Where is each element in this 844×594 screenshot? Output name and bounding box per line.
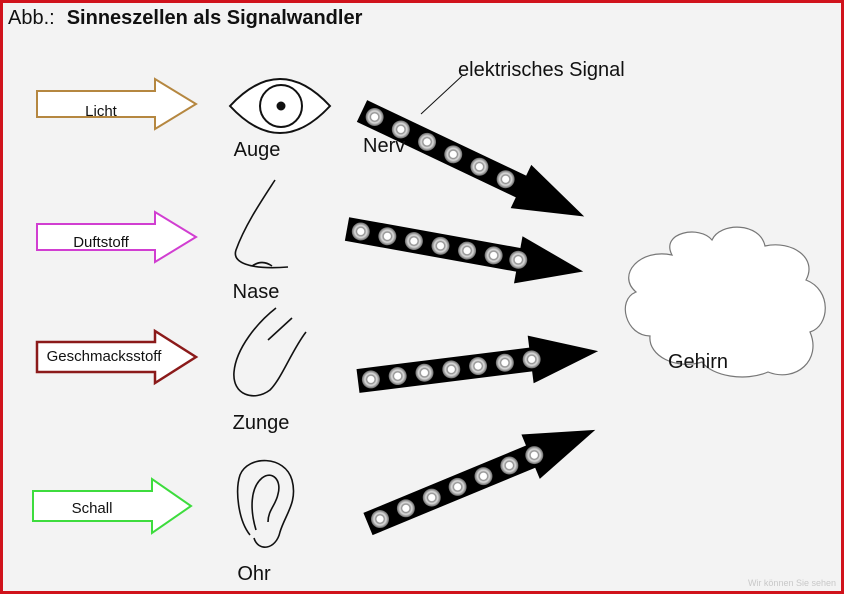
organ-label-tongue: Zunge xyxy=(233,412,290,434)
nerve-label: Nerv xyxy=(363,135,405,157)
stimulus-arrow-taste: Geschmacksstoff xyxy=(35,328,199,386)
brain-cloud-icon xyxy=(624,226,826,378)
brain-label: Gehirn xyxy=(668,351,728,373)
figure-title-prefix: Abb.: xyxy=(8,7,55,29)
organ-label-eye: Auge xyxy=(234,139,281,161)
nerve-arrow-ear xyxy=(363,429,596,536)
stimulus-arrow-light: Licht xyxy=(36,77,198,131)
stimulus-label-taste: Geschmacksstoff xyxy=(47,348,163,365)
tongue-icon xyxy=(233,307,307,397)
eye-icon xyxy=(228,78,332,134)
figure-title-main: Sinneszellen als Signalwandler xyxy=(67,7,363,29)
light-arrow-shape xyxy=(36,77,198,131)
stimulus-label-odor: Duftstoff xyxy=(73,234,129,251)
stimulus-label-sound: Schall xyxy=(72,500,113,517)
nerve-arrow-tongue xyxy=(356,335,599,393)
stimulus-arrow-sound: Schall xyxy=(32,477,193,535)
watermark-text: Wir können Sie sehen xyxy=(748,578,836,588)
figure-title: Abb.: Sinneszellen als Signalwandler xyxy=(8,7,363,29)
stimulus-label-light: Licht xyxy=(85,103,118,120)
nerve-arrow-nose xyxy=(344,217,584,284)
nose-icon xyxy=(234,179,289,269)
organ-label-nose: Nase xyxy=(233,281,280,303)
signal-pointer-line xyxy=(420,75,463,115)
nerve-arrow-eye xyxy=(356,100,585,217)
signal-label: elektrisches Signal xyxy=(458,59,625,81)
sound-arrow-shape xyxy=(32,477,193,535)
ear-icon xyxy=(236,459,295,548)
stimulus-arrow-odor: Duftstoff xyxy=(36,210,198,264)
odor-arrow-shape xyxy=(36,210,198,264)
organ-label-ear: Ohr xyxy=(237,563,271,585)
taste-arrow-shape xyxy=(35,328,199,386)
